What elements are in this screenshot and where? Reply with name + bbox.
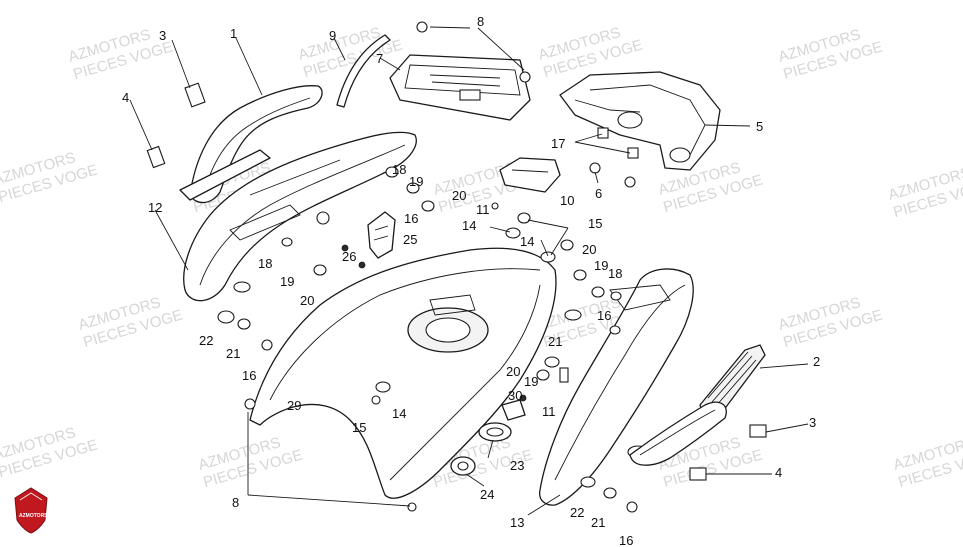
callout-29: 29 xyxy=(287,398,301,413)
callout-11: 11 xyxy=(476,202,490,217)
part-cable xyxy=(336,34,391,108)
callout-6: 6 xyxy=(595,186,602,201)
watermark: AZMOTORS PIECES VOGE xyxy=(776,294,884,351)
part-seat-latch xyxy=(367,211,396,259)
callout-14: 14 xyxy=(462,218,476,233)
watermark: AZMOTORS PIECES VOGE xyxy=(0,149,100,206)
callout-19: 19 xyxy=(409,174,423,189)
watermark: AZMOTORS PIECES VOGE xyxy=(0,424,100,481)
callout-12: 12 xyxy=(148,200,162,215)
watermark: AZMOTORS PIECES VOGE xyxy=(776,26,884,83)
callout-19: 19 xyxy=(594,258,608,273)
callout-21: 21 xyxy=(591,515,605,530)
callout-16: 16 xyxy=(619,533,633,547)
bolt xyxy=(146,145,166,169)
azmotors-logo: AZMOTORS xyxy=(14,487,48,534)
part-grab-handle-right xyxy=(629,401,727,466)
watermark: AZMOTORS PIECES VOGE xyxy=(76,294,184,351)
callout-labels: 1 2 3 3 4 4 5 6 7 8 8 9 10 11 11 12 13 1… xyxy=(122,14,820,547)
callout-23: 23 xyxy=(510,458,524,473)
part-rear-undertray xyxy=(249,247,557,499)
callout-20: 20 xyxy=(300,293,314,308)
part-underseat-tray xyxy=(389,54,531,121)
logo-text: AZMOTORS xyxy=(19,513,48,519)
callout-2: 2 xyxy=(813,354,820,369)
callout-4: 4 xyxy=(775,465,782,480)
leader-lines xyxy=(129,26,809,516)
callout-16: 16 xyxy=(242,368,256,383)
callout-15: 15 xyxy=(588,216,602,231)
part-seal-ring xyxy=(478,399,526,442)
watermark: AZMOTORS PIECES VOGE xyxy=(536,24,644,81)
watermark: AZMOTORS PIECES VOGE xyxy=(891,434,963,491)
hardware xyxy=(146,21,767,513)
callout-22: 22 xyxy=(570,505,584,520)
callout-14: 14 xyxy=(520,234,534,249)
callout-21: 21 xyxy=(548,334,562,349)
callout-11: 11 xyxy=(542,404,556,419)
callout-7: 7 xyxy=(376,51,383,66)
callout-9: 9 xyxy=(329,28,336,43)
callout-25: 25 xyxy=(403,232,417,247)
callout-22: 22 xyxy=(199,333,213,348)
callout-3: 3 xyxy=(809,415,816,430)
callout-8: 8 xyxy=(232,495,239,510)
watermark: AZMOTORS PIECES VOGE xyxy=(886,164,963,221)
callout-26: 26 xyxy=(342,249,356,264)
callout-13: 13 xyxy=(510,515,524,530)
callout-8: 8 xyxy=(477,14,484,29)
callout-18: 18 xyxy=(608,266,622,281)
callout-20: 20 xyxy=(582,242,596,257)
callout-20: 20 xyxy=(506,364,520,379)
callout-14: 14 xyxy=(392,406,406,421)
callout-30: 30 xyxy=(508,388,522,403)
bolt xyxy=(689,467,707,481)
callout-5: 5 xyxy=(756,119,763,134)
callout-20: 20 xyxy=(452,188,466,203)
callout-15: 15 xyxy=(352,420,366,435)
callout-18: 18 xyxy=(392,162,406,177)
callout-10: 10 xyxy=(560,193,574,208)
callout-17: 17 xyxy=(551,136,565,151)
callout-18: 18 xyxy=(258,256,272,271)
callout-4: 4 xyxy=(122,90,129,105)
watermark: AZMOTORS PIECES VOGE xyxy=(196,434,304,491)
part-side-cover-left xyxy=(183,131,417,302)
callout-24: 24 xyxy=(480,487,494,502)
bolt xyxy=(749,424,767,438)
part-grab-handle-left xyxy=(179,85,323,204)
part-grommet xyxy=(450,456,476,476)
callout-19: 19 xyxy=(280,274,294,289)
callout-19: 19 xyxy=(524,374,538,389)
bolt xyxy=(184,82,206,108)
callout-3: 3 xyxy=(159,28,166,43)
callout-16: 16 xyxy=(597,308,611,323)
part-rear-cowl xyxy=(559,71,721,171)
callout-16: 16 xyxy=(404,211,418,226)
part-trim-piece xyxy=(499,157,561,193)
callout-21: 21 xyxy=(226,346,240,361)
callout-1: 1 xyxy=(230,26,237,41)
